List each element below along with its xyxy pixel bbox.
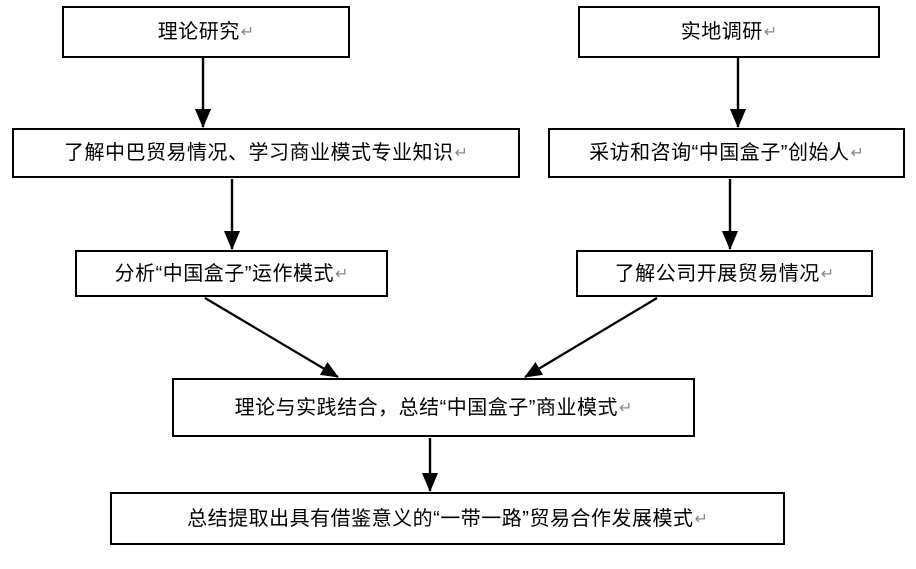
paragraph-mark-icon: ↵ [454,145,468,162]
paragraph-mark-icon: ↵ [334,265,349,283]
node-trade-knowledge-label: 了解中巴贸易情况、学习商业模式专业知识 [64,142,454,164]
paragraph-mark-icon: ↵ [240,24,255,41]
node-theory-research[interactable]: 理论研究↵ [62,6,350,58]
node-company-trade-label: 了解公司开展贸易情况 [614,262,820,285]
node-final-model-label: 总结提取出具有借鉴意义的“一带一路”贸易合作发展模式 [187,507,694,530]
node-theory-research-label: 理论研究 [157,21,240,43]
node-trade-knowledge[interactable]: 了解中巴贸易情况、学习商业模式专业知识↵ [12,128,520,178]
paragraph-mark-icon: ↵ [618,399,633,417]
node-business-model-label: 理论与实践结合，总结“中国盒子”商业模式 [234,396,618,419]
paragraph-mark-icon: ↵ [694,510,708,528]
node-founder-interview[interactable]: 采访和咨询“中国盒子”创始人↵ [548,128,905,178]
node-operation-analysis-label: 分析“中国盒子”运作模式 [114,262,334,285]
paragraph-mark-icon: ↵ [763,24,778,41]
edge-company-to-model [524,297,658,378]
node-field-survey[interactable]: 实地调研↵ [578,6,880,58]
node-business-model[interactable]: 理论与实践结合，总结“中国盒子”商业模式↵ [172,378,695,437]
edge-analysis-to-model [204,297,339,378]
paragraph-mark-icon: ↵ [850,145,864,162]
node-field-survey-label: 实地调研 [680,21,763,43]
node-final-model[interactable]: 总结提取出具有借鉴意义的“一带一路”贸易合作发展模式↵ [110,492,785,545]
node-company-trade[interactable]: 了解公司开展贸易情况↵ [576,250,873,297]
paragraph-mark-icon: ↵ [820,265,835,283]
node-founder-interview-label: 采访和咨询“中国盒子”创始人 [589,142,850,164]
node-operation-analysis[interactable]: 分析“中国盒子”运作模式↵ [75,250,388,297]
